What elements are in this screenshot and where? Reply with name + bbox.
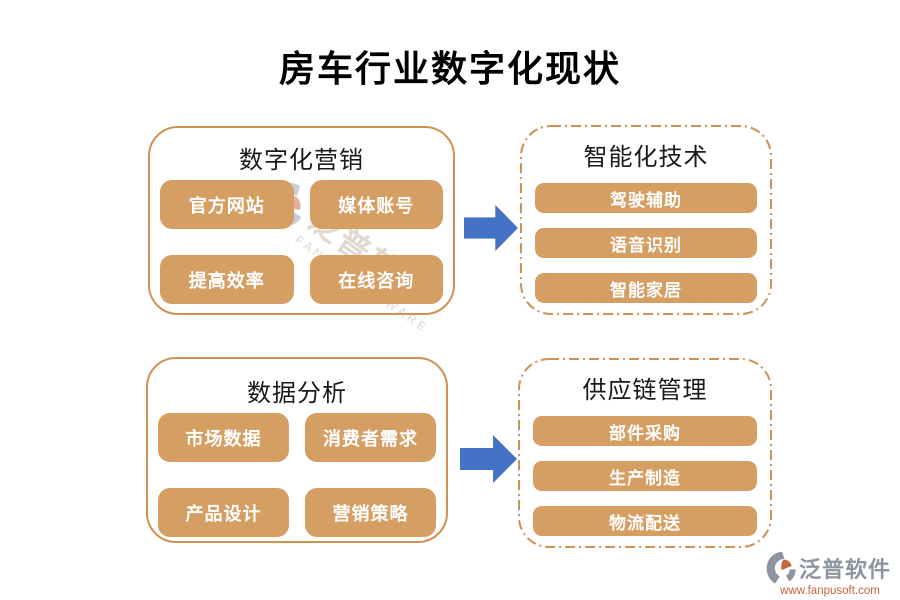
- group-items: 驾驶辅助语音识别智能家居: [520, 183, 772, 303]
- right-arrow-icon: [464, 205, 518, 251]
- item-button: 部件采购: [533, 416, 757, 446]
- item-button: 媒体账号: [309, 180, 443, 229]
- item-button: 智能家居: [535, 273, 757, 303]
- item-button: 营销策略: [305, 488, 436, 537]
- item-button: 官方网站: [160, 180, 294, 229]
- group-title: 智能化技术: [583, 145, 709, 171]
- group-data-analysis: 数据分析 市场数据消费者需求产品设计营销策略: [146, 357, 448, 543]
- footer-logo-name: 泛普软件: [799, 557, 892, 582]
- item-button: 提高效率: [160, 255, 294, 304]
- group-title: 数据分析: [247, 381, 347, 407]
- footer-logo-row: 泛普软件: [766, 551, 894, 585]
- group-items: 官方网站媒体账号提高效率在线咨询: [150, 180, 453, 304]
- page-title: 房车行业数字化现状: [278, 49, 621, 89]
- item-button: 产品设计: [158, 488, 289, 537]
- item-button: 市场数据: [158, 413, 289, 462]
- group-title: 供应链管理: [582, 378, 708, 404]
- footer-logo-url: www.fanpusoft.com: [780, 585, 880, 597]
- item-button: 在线咨询: [309, 255, 443, 304]
- footer-logo: 泛普软件 www.fanpusoft.com: [766, 551, 894, 597]
- item-button: 消费者需求: [305, 413, 436, 462]
- group-title: 数字化营销: [239, 148, 364, 174]
- item-button: 生产制造: [533, 461, 757, 491]
- group-items: 市场数据消费者需求产品设计营销策略: [148, 413, 446, 537]
- fanpu-logo-icon: [766, 551, 796, 584]
- group-intelligent-technology: 智能化技术 驾驶辅助语音识别智能家居: [520, 125, 772, 315]
- group-items: 部件采购生产制造物流配送: [518, 416, 772, 536]
- item-button: 驾驶辅助: [535, 183, 757, 213]
- item-button: 语音识别: [535, 228, 757, 258]
- item-button: 物流配送: [533, 506, 757, 536]
- right-arrow-icon: [460, 435, 517, 483]
- group-digital-marketing: 数字化营销 官方网站媒体账号提高效率在线咨询: [148, 126, 455, 315]
- group-supply-chain: 供应链管理 部件采购生产制造物流配送: [518, 358, 772, 548]
